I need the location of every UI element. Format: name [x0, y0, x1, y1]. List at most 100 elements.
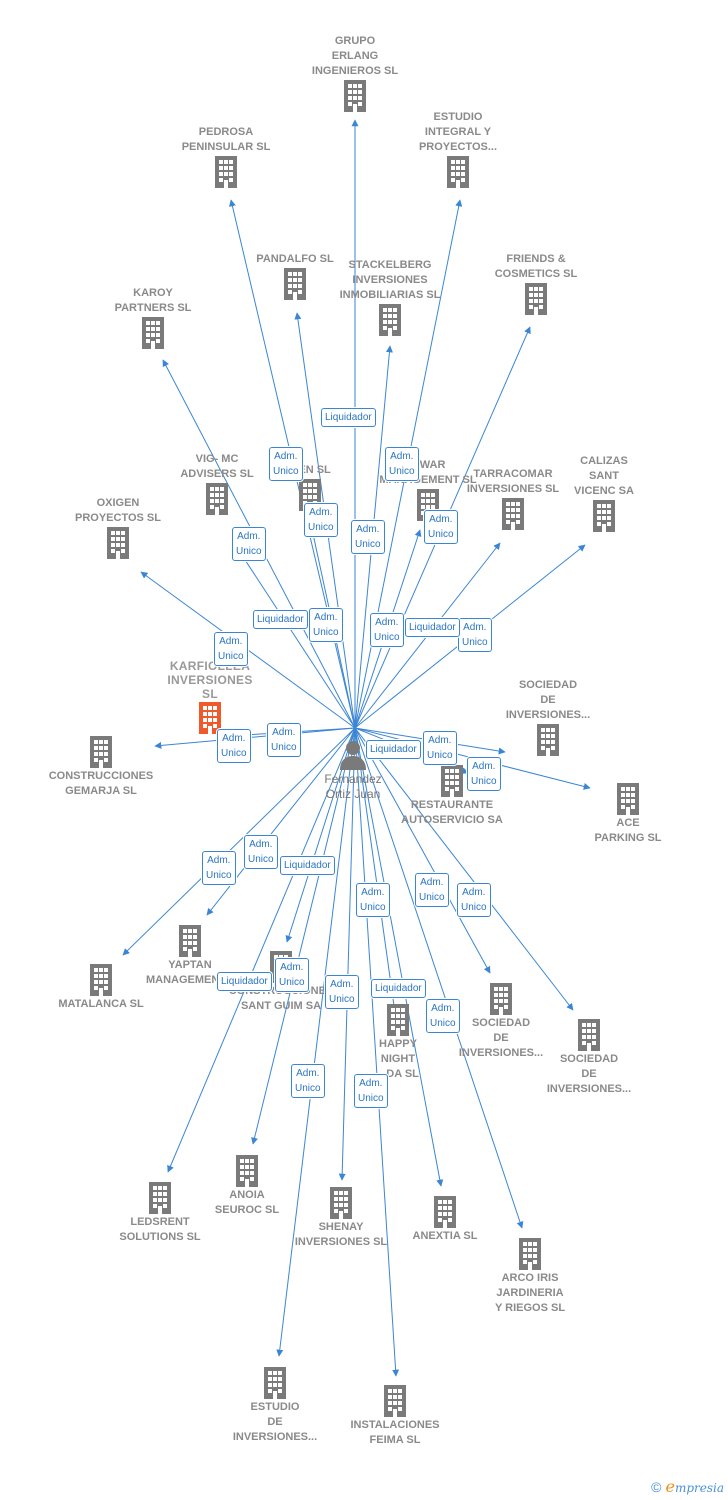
- company-label: RESTAURANTE AUTOSERVICIO SA: [401, 799, 503, 826]
- building-icon: [344, 80, 366, 112]
- company-label: MATALANCA SL: [58, 998, 144, 1010]
- edge-line: [354, 727, 398, 1014]
- company-label: LEDSRENT SOLUTIONS SL: [119, 1216, 201, 1243]
- company-node-estudio-integral[interactable]: ESTUDIO INTEGRAL Y PROYECTOS...: [393, 110, 523, 189]
- person-label: Fernandez Ortiz Juan: [324, 772, 382, 801]
- relation-label[interactable]: Liquidador: [321, 408, 376, 427]
- relation-label[interactable]: Liquidador: [217, 972, 272, 991]
- building-icon: [379, 304, 401, 336]
- company-node-sociedad-inversiones-1[interactable]: SOCIEDAD DE INVERSIONES...: [483, 678, 613, 757]
- company-label: GRUPO ERLANG INGENIEROS SL: [311, 35, 399, 77]
- building-icon: [617, 783, 639, 815]
- relation-label[interactable]: Adm. Unico: [269, 447, 303, 481]
- company-node-estudio-inversiones[interactable]: ESTUDIO DE INVERSIONES...: [210, 1366, 340, 1445]
- company-label: CALIZAS SANT VICENC SA: [574, 455, 634, 497]
- relation-label[interactable]: Adm. Unico: [426, 999, 460, 1033]
- building-icon: [206, 483, 228, 515]
- company-node-arco-iris[interactable]: ARCO IRIS JARDINERIA Y RIEGOS SL: [465, 1237, 595, 1316]
- company-label: SOCIEDAD DE INVERSIONES...: [505, 679, 591, 721]
- company-node-karfiollea[interactable]: KARFIOLLEA INVERSIONES SL: [145, 659, 275, 735]
- company-node-sociedad-inversiones-2[interactable]: SOCIEDAD DE INVERSIONES...: [436, 982, 566, 1061]
- relation-label[interactable]: Liquidador: [280, 856, 335, 875]
- relation-label[interactable]: Liquidador: [371, 979, 426, 998]
- relation-label[interactable]: Adm. Unico: [244, 835, 278, 869]
- relation-label[interactable]: Liquidador: [405, 618, 460, 637]
- company-label: PEDROSA PENINSULAR SL: [181, 126, 271, 153]
- relation-label[interactable]: Adm. Unico: [458, 618, 492, 652]
- company-label: VIG- MC ADVISERS SL: [180, 453, 254, 480]
- relation-label[interactable]: Liquidador: [253, 610, 308, 629]
- relation-label[interactable]: Adm. Unico: [356, 883, 390, 917]
- relation-label[interactable]: Liquidador: [366, 740, 421, 759]
- building-icon: [330, 1187, 352, 1219]
- building-icon: [107, 527, 129, 559]
- company-node-pedrosa[interactable]: PEDROSA PENINSULAR SL: [161, 125, 291, 189]
- company-node-grupo-erlang[interactable]: GRUPO ERLANG INGENIEROS SL: [290, 34, 420, 113]
- relation-label[interactable]: Adm. Unico: [351, 520, 385, 554]
- edge-line: [122, 727, 356, 956]
- company-node-shenay[interactable]: SHENAY INVERSIONES SL: [276, 1186, 406, 1250]
- company-node-ace-parking[interactable]: ACE PARKING SL: [563, 782, 693, 846]
- company-node-pandalfo[interactable]: PANDALFO SL: [230, 252, 360, 301]
- edge-line: [354, 727, 444, 1187]
- relation-label[interactable]: Adm. Unico: [467, 757, 501, 791]
- relation-label[interactable]: Adm. Unico: [325, 975, 359, 1009]
- edge-line: [140, 571, 356, 729]
- company-node-ledsrent[interactable]: LEDSRENT SOLUTIONS SL: [95, 1181, 225, 1245]
- edge-line: [338, 727, 356, 1181]
- relation-label[interactable]: Adm. Unico: [424, 510, 458, 544]
- company-label: ARCO IRIS JARDINERIA Y RIEGOS SL: [494, 1272, 566, 1314]
- building-icon: [384, 1385, 406, 1417]
- company-node-vig-mc[interactable]: VIG- MC ADVISERS SL: [152, 452, 282, 516]
- company-node-tarracomar[interactable]: TARRACOMAR INVERSIONES SL: [448, 467, 578, 531]
- building-icon: [90, 964, 112, 996]
- company-node-calizas[interactable]: CALIZAS SANT VICENC SA: [539, 454, 669, 533]
- company-label: ACE PARKING SL: [594, 817, 662, 844]
- company-node-sociedad-inversiones-3[interactable]: SOCIEDAD DE INVERSIONES...: [524, 1018, 654, 1097]
- relation-label[interactable]: Adm. Unico: [309, 608, 343, 642]
- relation-label[interactable]: Adm. Unico: [267, 723, 301, 757]
- relation-label[interactable]: Adm. Unico: [415, 873, 449, 907]
- edge-line: [354, 727, 524, 1229]
- relation-label[interactable]: Adm. Unico: [457, 883, 491, 917]
- relation-label[interactable]: Adm. Unico: [354, 1074, 388, 1108]
- relation-label[interactable]: Adm. Unico: [217, 729, 251, 763]
- company-node-stackelberg[interactable]: STACKELBERG INVERSIONES INMOBILIARIAS SL: [325, 258, 455, 337]
- company-label: ANOIA SEUROC SL: [214, 1189, 280, 1216]
- company-node-anextia[interactable]: ANEXTIA SL: [380, 1195, 510, 1244]
- company-label: KARFIOLLEA INVERSIONES SL: [167, 659, 253, 701]
- building-icon: [149, 1182, 171, 1214]
- relation-label[interactable]: Adm. Unico: [232, 527, 266, 561]
- company-node-friends-cosmetics[interactable]: FRIENDS & COSMETICS SL: [471, 252, 601, 316]
- company-node-gemarja[interactable]: CONSTRUCCIONES GEMARJA SL: [36, 735, 166, 799]
- building-icon: [284, 268, 306, 300]
- company-node-oxigen[interactable]: OXIGEN PROYECTOS SL: [53, 496, 183, 560]
- company-node-instalaciones-feima[interactable]: INSTALACIONES FEIMA SL: [330, 1384, 460, 1448]
- company-node-karoy[interactable]: KAROY PARTNERS SL: [88, 286, 218, 350]
- company-node-matalanca[interactable]: MATALANCA SL: [36, 963, 166, 1012]
- relation-label[interactable]: Adm. Unico: [202, 851, 236, 885]
- relation-label[interactable]: Adm. Unico: [385, 447, 419, 481]
- relation-label[interactable]: Adm. Unico: [423, 731, 457, 765]
- edge-line: [354, 727, 400, 1377]
- company-label: ANEXTIA SL: [412, 1230, 478, 1242]
- relation-label[interactable]: Adm. Unico: [275, 958, 309, 992]
- person-node-center[interactable]: Fernandez Ortiz Juan: [298, 738, 408, 802]
- brand-logo-text: mpresia: [674, 1481, 724, 1495]
- building-icon: [90, 736, 112, 768]
- relation-label[interactable]: Adm. Unico: [370, 613, 404, 647]
- company-label: OXIGEN PROYECTOS SL: [75, 497, 161, 524]
- company-node-restaurante[interactable]: RESTAURANTE AUTOSERVICIO SA: [387, 764, 517, 828]
- company-label: ESTUDIO INTEGRAL Y PROYECTOS...: [418, 111, 498, 153]
- relation-label[interactable]: Adm. Unico: [291, 1064, 325, 1098]
- company-node-yaptan[interactable]: YAPTAN MANAGEMENT...: [125, 924, 255, 988]
- relation-label[interactable]: Adm. Unico: [304, 503, 338, 537]
- company-label: FRIENDS & COSMETICS SL: [494, 253, 578, 280]
- relation-label[interactable]: Adm. Unico: [214, 632, 248, 666]
- building-icon: [525, 283, 547, 315]
- building-icon: [264, 1367, 286, 1399]
- edge-line: [251, 727, 356, 1145]
- company-label: ESTUDIO DE INVERSIONES...: [232, 1401, 318, 1443]
- company-node-anoia[interactable]: ANOIA SEUROC SL: [182, 1154, 312, 1218]
